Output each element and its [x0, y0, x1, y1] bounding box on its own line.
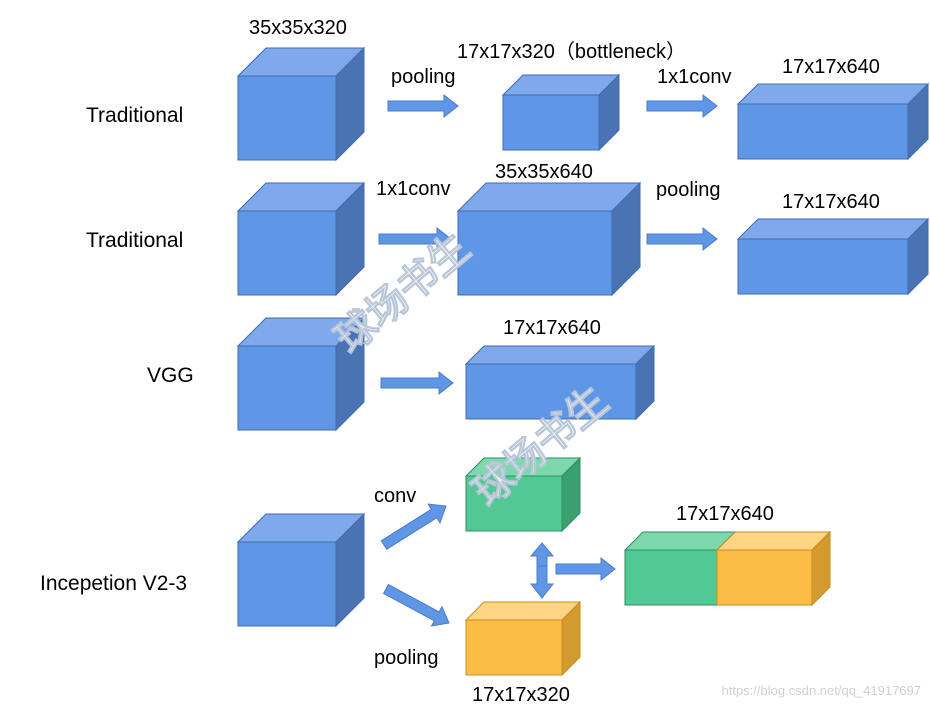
credit-url: https://blog.csdn.net/qq_41917697	[722, 683, 922, 698]
arrow-r3	[380, 370, 454, 396]
cube-front-face	[457, 210, 613, 296]
label-r4-pool-out: 17x17x320	[472, 684, 570, 706]
cube-r3-output	[464, 344, 656, 421]
row-label-inception: Incepetion V2-3	[40, 572, 187, 595]
cube-r4-conv	[464, 456, 582, 533]
cube-front-face	[624, 549, 718, 606]
label-r2-mid: 35x35x640	[495, 161, 593, 183]
cubes-layer	[236, 46, 930, 677]
block-arrow-shape	[380, 370, 454, 396]
label-r1-input: 35x35x320	[249, 17, 347, 39]
cube-front-face	[237, 345, 337, 431]
arrow-r2-conv	[378, 226, 452, 252]
cube-top-face	[464, 345, 656, 365]
cube-r2-input	[236, 181, 366, 297]
cube-r4-pool	[464, 600, 582, 677]
cube-r1-output	[736, 82, 930, 161]
cube-top-face	[736, 218, 930, 240]
block-arrow-shape	[380, 503, 447, 550]
block-arrow-shape	[555, 556, 616, 582]
row-label-traditional-2: Traditional	[86, 229, 183, 252]
label-r4-conv: conv	[374, 485, 416, 507]
block-arrow-shape	[382, 583, 450, 627]
cube-top-face	[456, 182, 642, 212]
label-r3-out: 17x17x640	[503, 317, 601, 339]
cube-top-face	[623, 531, 737, 551]
label-r1-conv: 1x1conv	[657, 66, 732, 88]
arrows-layer	[378, 93, 718, 627]
label-r1-pool: pooling	[391, 66, 456, 88]
label-r1-out: 17x17x640	[782, 56, 880, 78]
cube-front-face	[465, 475, 563, 532]
block-arrow-shape	[646, 226, 718, 252]
cube-front-face	[465, 363, 637, 420]
block-arrow-shape	[646, 93, 718, 119]
block-arrow-shape	[529, 565, 555, 599]
block-arrow-shape	[387, 93, 459, 119]
cube-r1-input	[236, 46, 366, 162]
arrow-r4-vertical-down	[529, 565, 555, 599]
cube-front-face	[737, 238, 909, 295]
arrow-r2-pool	[646, 226, 718, 252]
cube-r2-middle	[456, 181, 642, 297]
arrow-r4-conv	[380, 503, 447, 550]
cube-r2-output	[736, 217, 930, 296]
arrow-r4-pool	[382, 583, 450, 627]
cube-front-face	[237, 541, 337, 627]
cube-front-face	[237, 210, 337, 296]
label-r2-pool: pooling	[656, 179, 721, 201]
label-r2-out: 17x17x640	[782, 191, 880, 213]
label-r1-bottleneck: 17x17x320（bottleneck）	[457, 40, 686, 63]
label-r2-conv: 1x1conv	[376, 178, 451, 200]
label-r4-pool: pooling	[374, 647, 439, 669]
cube-front-face	[737, 103, 909, 160]
cube-front-face	[716, 549, 813, 606]
row-label-traditional-1: Traditional	[86, 104, 183, 127]
cube-front-face	[502, 94, 600, 151]
cube-r4-out-orange	[715, 530, 832, 607]
arrow-r4-concat	[555, 556, 616, 582]
arrow-r1-conv	[646, 93, 718, 119]
cube-top-face	[736, 83, 930, 105]
cube-top-face	[715, 531, 832, 551]
cube-front-face	[237, 75, 337, 161]
cube-front-face	[465, 619, 563, 676]
label-r4-out: 17x17x640	[676, 503, 774, 525]
cube-top-face	[464, 601, 582, 621]
row-label-vgg: VGG	[147, 364, 194, 387]
block-arrow-shape	[378, 226, 452, 252]
arrow-r1-pool	[387, 93, 459, 119]
cube-r1-bottleneck	[501, 73, 621, 152]
cube-r4-input	[236, 512, 366, 628]
cube-r3-input	[236, 316, 366, 432]
